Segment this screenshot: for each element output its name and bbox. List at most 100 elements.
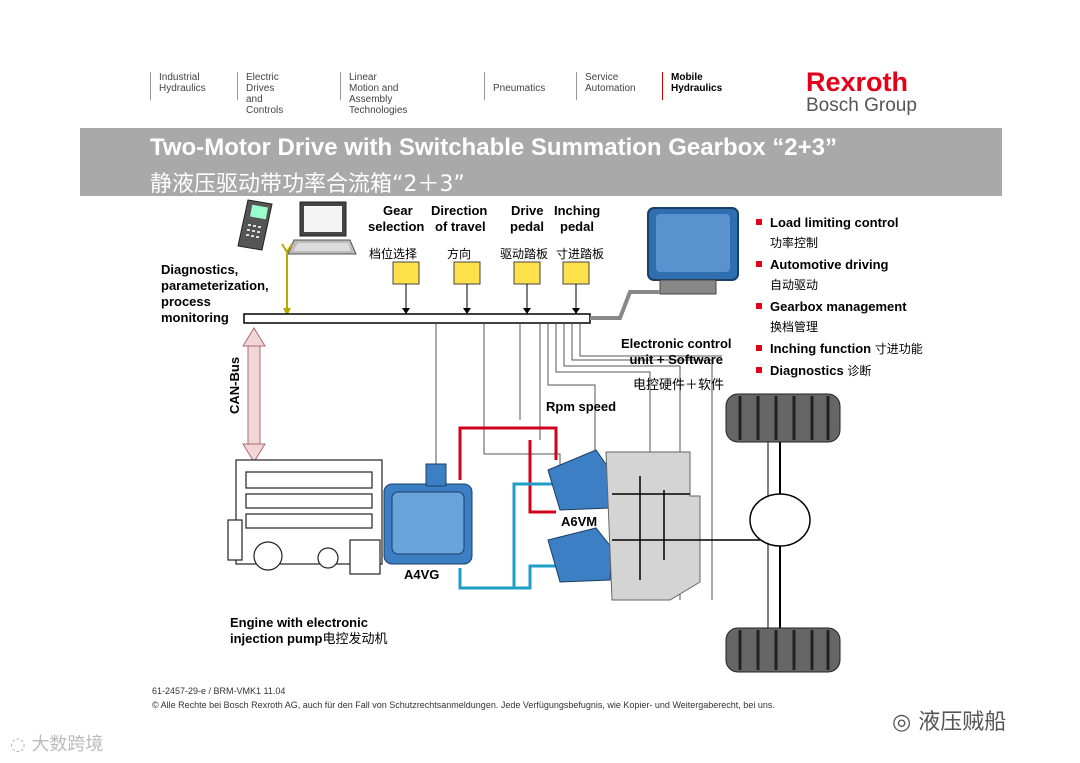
rexroth-logo: Rexroth Bosch Group [806, 68, 917, 116]
nav-item-electric-drives[interactable]: Electric Drives and Controls [237, 72, 283, 116]
drive-line: Drive [511, 203, 544, 218]
inching-line: Inching [554, 203, 601, 218]
direction-line: of travel [435, 219, 486, 234]
nav-line2: Hydraulics [671, 83, 723, 94]
logo-brand: Rexroth [806, 67, 909, 97]
title-bar: Two-Motor Drive with Switchable Summatio… [80, 128, 1002, 197]
nav-line2: Automation [585, 83, 636, 94]
engine-label: Engine with electronic injection pump电控发… [230, 615, 387, 647]
ecu-line: Electronic control [621, 336, 732, 351]
inching-line: pedal [560, 219, 594, 234]
a6vm-label: A6VM [561, 514, 598, 529]
gear-selection-label-2: selection [368, 219, 424, 235]
page-title: Two-Motor Drive with Switchable Summatio… [150, 134, 837, 161]
antenna-icon [281, 243, 293, 314]
bullet-icon [756, 303, 762, 309]
ecu-label: Electronic control unit + Software [621, 336, 732, 368]
direction-label: Direction [431, 203, 487, 219]
diag-line: monitoring [161, 310, 229, 325]
wechat-watermark: ◎ 液压贼船 [892, 710, 1007, 735]
drive-pedal-label: Drive [511, 203, 544, 219]
nav-line1: Electric Drives [246, 72, 279, 94]
a4vg-pump [383, 463, 473, 565]
feature-list: Load limiting control 功率控制 Automotive dr… [756, 215, 923, 379]
handheld-terminal-icon [237, 199, 273, 251]
input-boxes [392, 261, 590, 285]
logo-group: Bosch Group [806, 95, 917, 116]
nav-line2: Pneumatics [493, 83, 546, 94]
ecu-zh: 电控硬件＋软件 [633, 378, 725, 393]
gear-line: Gear [383, 203, 413, 218]
bullet-icon [756, 261, 762, 267]
rpm-speed-label: Rpm speed [546, 399, 617, 414]
feature-zh: 换档管理 [770, 320, 819, 334]
inching-pedal-zh: 寸进踏板 [556, 247, 605, 261]
feature-item: Load limiting control 功率控制 [756, 215, 923, 251]
feature-en: Inching function [770, 341, 872, 356]
drive-pedal-label-2: pedal [510, 219, 544, 235]
a4vg-label: A4VG [404, 567, 440, 582]
feature-en: Automotive driving [770, 257, 889, 272]
nav-line2: and Controls [246, 94, 284, 116]
drive-line: pedal [510, 219, 544, 234]
site-watermark: ◌ 大数跨境 [10, 734, 104, 755]
feature-zh: 寸进功能 [874, 342, 923, 356]
nav-item-industrial-hydraulics[interactable]: Industrial Hydraulics [150, 72, 206, 100]
feature-zh: 功率控制 [770, 236, 819, 250]
diagnostics-label: Diagnostics, parameterization, process m… [161, 262, 269, 326]
direction-label-2: of travel [435, 219, 486, 235]
footer-copyright: © Alle Rechte bei Bosch Rexroth AG, auch… [152, 700, 775, 710]
canbus-arrow [242, 327, 266, 463]
site-watermark-text: 大数跨境 [31, 734, 104, 755]
bullet-icon [756, 219, 762, 225]
gear-selection-label: Gear [383, 203, 413, 219]
footer-code: 61-2457-29-e / BRM-VMK1 11.04 [152, 686, 286, 696]
diag-line: Diagnostics, [161, 262, 239, 277]
engine-drawing [227, 459, 383, 575]
feature-item: Inching function 寸进功能 [756, 341, 923, 357]
nav-item-service-automation[interactable]: Service Automation [576, 72, 636, 100]
gear-line: selection [368, 219, 425, 234]
inching-pedal-label: Inching [554, 203, 600, 219]
bullet-icon [756, 345, 762, 351]
bullet-icon [756, 367, 762, 373]
direction-zh: 方向 [447, 247, 472, 261]
feature-item: Automotive driving 自动驱动 [756, 257, 923, 293]
ecu-box-icon [647, 207, 739, 295]
feature-zh: 自动驱动 [770, 278, 819, 292]
feature-zh: 诊断 [847, 364, 872, 378]
nav-line2: Hydraulics [159, 83, 206, 94]
engine-line: Engine with electronic [230, 615, 368, 630]
nav-line1: Linear Motion and [349, 72, 399, 94]
page-title-zh: 静液压驱动带功率合流箱“2＋3” [150, 172, 465, 197]
nav-line1: Industrial [159, 72, 200, 83]
nav-item-pneumatics[interactable]: Pneumatics [484, 72, 545, 100]
feature-en: Diagnostics [770, 363, 844, 378]
nav-line2: Assembly Technologies [349, 94, 408, 116]
axle-wheels [725, 393, 841, 673]
summation-gearbox [605, 451, 760, 601]
engine-zh: 电控发动机 [322, 632, 388, 647]
feature-en: Gearbox management [770, 299, 907, 314]
nav-line1: Service [585, 72, 619, 83]
inching-pedal-label-2: pedal [560, 219, 594, 235]
direction-line: Direction [431, 203, 488, 218]
diag-line: process [161, 294, 211, 309]
bus-bar [243, 313, 591, 324]
nav-item-linear-motion[interactable]: Linear Motion and Assembly Technologies [340, 72, 407, 116]
feature-en: Load limiting control [770, 215, 899, 230]
nav-item-mobile-hydraulics[interactable]: Mobile Hydraulics [662, 72, 722, 100]
feature-item: Gearbox management 换档管理 [756, 299, 923, 335]
ecu-line: unit + Software [629, 352, 724, 367]
diag-line: parameterization, [161, 278, 269, 293]
nav-line1: Mobile [671, 72, 703, 83]
feature-item: Diagnostics 诊断 [756, 363, 923, 379]
can-bus-label: CAN-Bus [227, 356, 242, 414]
wechat-watermark-text: 液压贼船 [918, 710, 1007, 735]
engine-line: injection pump [230, 631, 323, 646]
laptop-icon [287, 201, 357, 255]
a6vm-motors [547, 449, 613, 583]
gear-selection-zh: 档位选择 [369, 247, 418, 261]
drive-pedal-zh: 驱动踏板 [500, 247, 549, 261]
